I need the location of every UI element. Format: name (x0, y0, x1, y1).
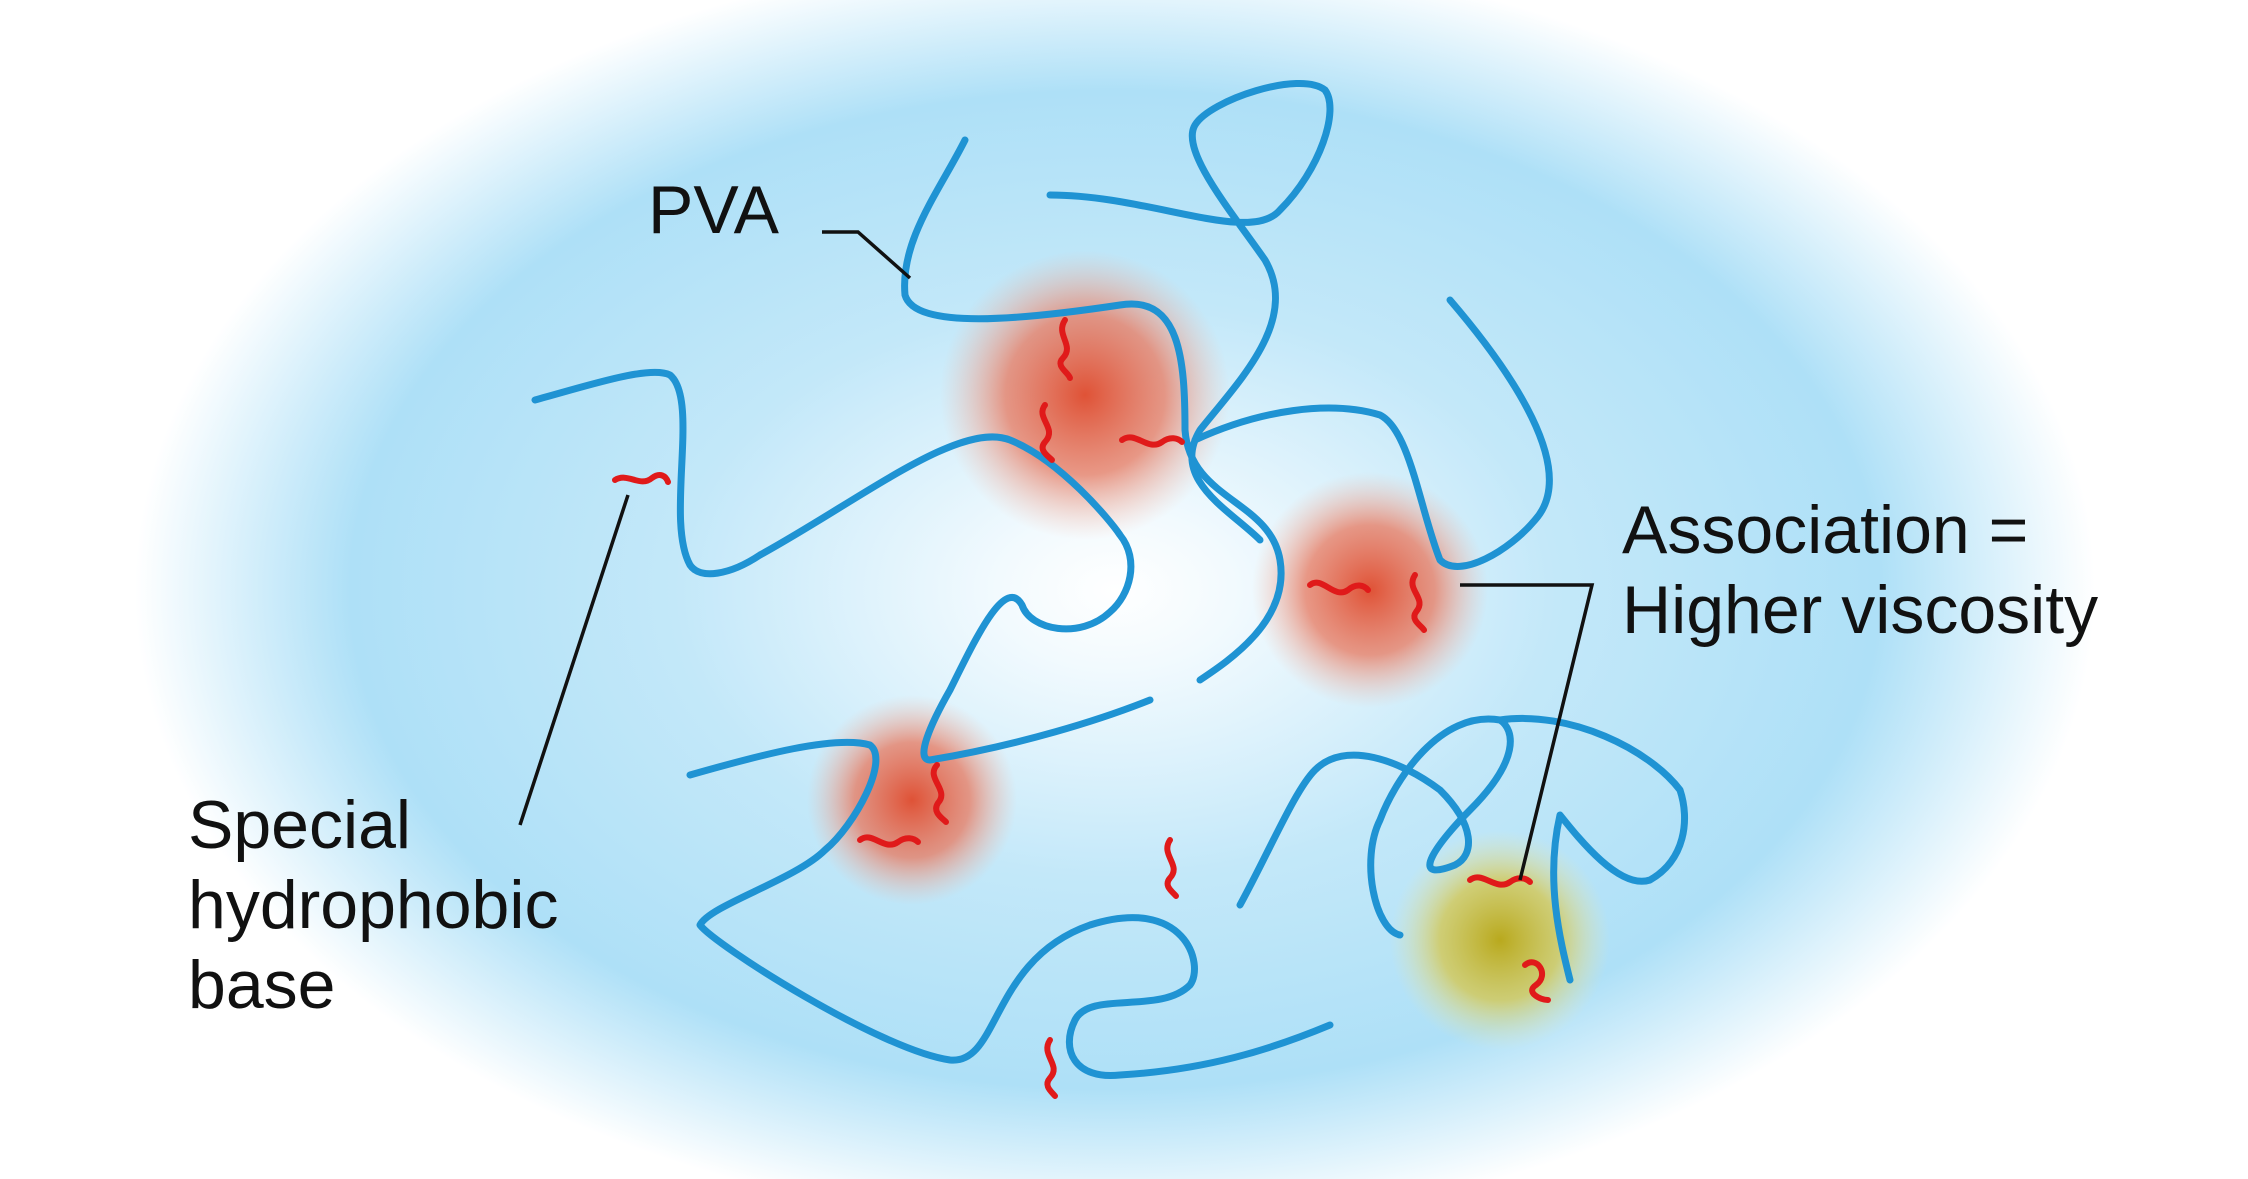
pva-chain (901, 136, 1285, 684)
hydrophobic-group (1522, 959, 1551, 1003)
pva-chain (1191, 296, 1553, 570)
hydrophobic-group (1307, 579, 1371, 596)
hydrophobic-group (1044, 1037, 1058, 1099)
hydrophobic-label-line-3: base (188, 947, 336, 1023)
hydrophobic-base-label: Special hydrophobic base (188, 785, 558, 1025)
hydrophobic-group (1039, 402, 1055, 463)
hydrophobic-group (612, 472, 671, 485)
pva-chain (531, 368, 1154, 764)
hydrophobic-group (930, 762, 949, 825)
hydrophobic-label-line-1: Special (188, 787, 412, 863)
association-leader-line (1460, 583, 1595, 881)
pva-chain (1496, 715, 1689, 984)
hydrophobic-group (1409, 572, 1427, 633)
solution-background (135, 0, 2095, 1179)
association-zone (807, 695, 1017, 905)
pva-leader-line (822, 230, 912, 280)
association-zone (940, 250, 1230, 540)
hydrophobic-group (1467, 874, 1533, 888)
hydrophobic-group (1119, 434, 1185, 448)
pva-chain (1046, 79, 1334, 544)
hydrophobic-group (857, 834, 921, 848)
association-label-line-2: Higher viscosity (1622, 572, 2099, 648)
pva-chain (1236, 715, 1514, 939)
association-label-line-1: Association = (1622, 492, 2029, 568)
hydrophobic-group (1164, 837, 1179, 899)
hydrophobic-label-line-2: hydrophobic (188, 867, 559, 943)
hydrophobic-group (1057, 317, 1073, 381)
pva-label: PVA (648, 170, 779, 250)
hydrophobic-leader-line (518, 494, 630, 826)
association-zone (1390, 830, 1610, 1050)
pva-chain (686, 738, 1334, 1080)
pva-label-text: PVA (648, 172, 780, 248)
association-label: Association = Higher viscosity (1622, 490, 2098, 650)
